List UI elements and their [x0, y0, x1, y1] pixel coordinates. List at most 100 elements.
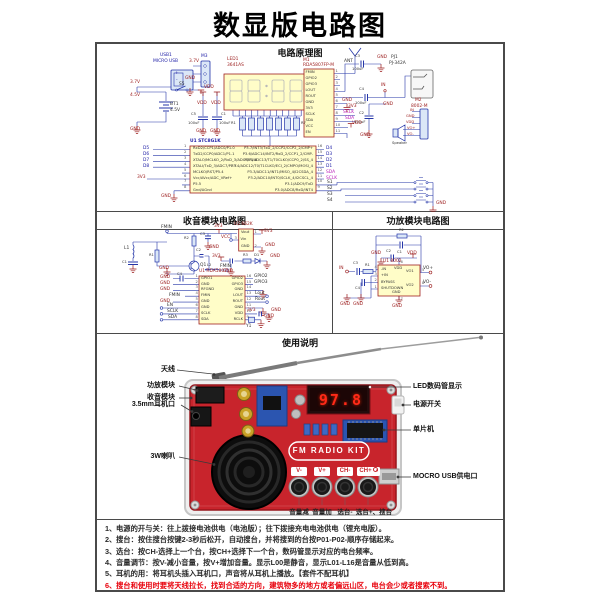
schematic-label: P3.1/ADC9/TxD: [284, 181, 313, 186]
schematic-label: SDA: [345, 116, 355, 121]
schematic-label: M2: [415, 98, 422, 103]
schematic-label: 1: [254, 230, 257, 234]
schematic-label: R1: [231, 121, 236, 125]
resistor-r1: [154, 249, 160, 263]
callout-speaker: 3W喇叭: [150, 453, 176, 460]
schematic-label: GND: [196, 129, 207, 134]
schematic-label: MCLKO/RST/P5.4: [193, 169, 224, 174]
schematic-label: FMIN: [305, 70, 315, 75]
button-channel-up-label: CH+: [359, 468, 372, 474]
schematic-label: 2: [374, 278, 377, 282]
schematic-label: 5: [195, 297, 198, 302]
schematic-label: D1: [326, 164, 333, 169]
knob-ch-plus: [357, 476, 379, 498]
switch-s5: [176, 85, 186, 91]
battery-bt1: [159, 101, 173, 112]
schematic-label: SCLK: [343, 110, 355, 115]
schematic-label: 9: [246, 314, 249, 319]
antenna-rod: [218, 361, 298, 380]
schematic-label: 1: [184, 144, 187, 148]
schematic-label: LOUT: [233, 293, 243, 298]
schematic-label: GND: [342, 98, 353, 103]
schematic-label: 3V3: [137, 175, 146, 180]
schematic-label: 9: [317, 185, 320, 190]
schematic-label: C1: [122, 260, 127, 264]
button-channel-down: CH-: [337, 467, 353, 476]
callout-lines: [176, 369, 411, 479]
schematic-label: GND: [241, 243, 250, 248]
schematic-label: GND: [209, 245, 220, 250]
schematic-label: FMIN: [161, 225, 172, 230]
dip-chip: [347, 423, 383, 438]
schematic-label: Y1: [246, 323, 252, 329]
schematic-label: SDA: [201, 316, 209, 321]
schematic-label: R1: [365, 262, 370, 267]
schematic-label: VDD: [197, 101, 207, 106]
schematic-label: PJ1: [391, 55, 398, 60]
schematic-label: MICRO USB: [153, 58, 179, 64]
callout-radio-module: 收音模块: [147, 394, 175, 401]
schematic-label: SDA: [326, 170, 336, 175]
schematic-label: 3: [335, 80, 338, 85]
schematic-label: 10: [317, 179, 323, 184]
schematic-label: 7: [184, 179, 187, 184]
instruction-number: 4、: [105, 557, 117, 567]
main-schematic-section: 电路原理图: [97, 44, 503, 212]
schematic-label: R1: [149, 253, 154, 257]
schematic-label: 3: [374, 271, 377, 276]
resistor-r3: [242, 258, 252, 264]
schematic-label: VO-: [423, 279, 432, 285]
schematic-label: GND: [264, 314, 275, 319]
schematic-label: 3.7V: [130, 80, 140, 85]
schematic-label: GND: [383, 102, 394, 107]
caption-channel-down: 选台-: [337, 509, 353, 516]
schematic-label: GND: [271, 308, 282, 314]
schematic-label: FMIN: [220, 264, 231, 269]
main-schematic-title: 电路原理图: [277, 48, 323, 58]
schematic-label: GND: [436, 201, 447, 206]
schematic-label: 3V3: [212, 254, 221, 259]
schematic-label: S3: [327, 192, 333, 197]
schematic-label: 3V3: [214, 224, 223, 229]
schematic-label: GND: [265, 242, 276, 248]
schematic-label: P3.5/ADC13/T1/T0CLKO/CCP0_2/SS_4: [244, 158, 313, 162]
schematic-label: L2: [207, 263, 212, 267]
schematic-label: 7: [195, 309, 198, 313]
instruction-text: 音量调节：按V-减小音量，按V+增加音量。显示L00是静音，显示L01-L16是…: [116, 557, 413, 567]
schematic-label: 16: [246, 273, 252, 278]
schematic-label: D7: [143, 158, 150, 163]
schematic-label: S2: [327, 186, 333, 191]
schematic-label: SDA: [305, 118, 314, 123]
schematic-label: D4: [326, 146, 333, 151]
schematic-label: VDD: [211, 101, 221, 106]
schematic-label: 100uF: [355, 101, 367, 105]
caption-channel-up: 选台+、搜台: [355, 509, 393, 516]
schematic-label: R7: [301, 121, 306, 125]
antenna-symbol: [348, 47, 362, 57]
schematic-label: P3.3/ADC11/INT1/MISO_4/I2CSDA_4: [247, 169, 313, 174]
schematic-label: GND: [360, 133, 371, 138]
schematic-label: S1: [327, 180, 333, 185]
button-channel-up: CH+: [357, 466, 380, 476]
amp-module-title: 功放模块电路图: [333, 214, 503, 230]
schematic-label: P3.4/ADC12/T0/T1CLKO/ECI_2/CMPO/MOSI_4: [231, 163, 313, 168]
frequency-display: 97.8: [318, 391, 363, 409]
schematic-label: 5: [335, 92, 338, 97]
schematic-label: Vcc/AVcc/ADC_VRef+: [193, 175, 233, 180]
schematic-label: 2: [195, 279, 198, 284]
schematic-label: -: [176, 78, 178, 83]
schematic-label: 4: [184, 161, 187, 166]
instruction-item-warning: 6、搜台和使用时要将天线拉长，找到合适的方向，建筑物多的地方或者偏远山区，电台会…: [105, 581, 497, 590]
schematic-label: C3: [355, 54, 360, 58]
led-d1: [254, 257, 261, 265]
mcu-chip-body: [189, 145, 317, 194]
schematic-label: 100uF: [354, 120, 366, 124]
schematic-label: 13: [317, 161, 323, 166]
search-icon: [372, 466, 378, 472]
schematic-label: C4: [359, 87, 364, 91]
schematic-label: IN: [410, 108, 414, 112]
schematic-label: VO2: [406, 282, 414, 287]
schematic-label: 4: [374, 265, 377, 269]
